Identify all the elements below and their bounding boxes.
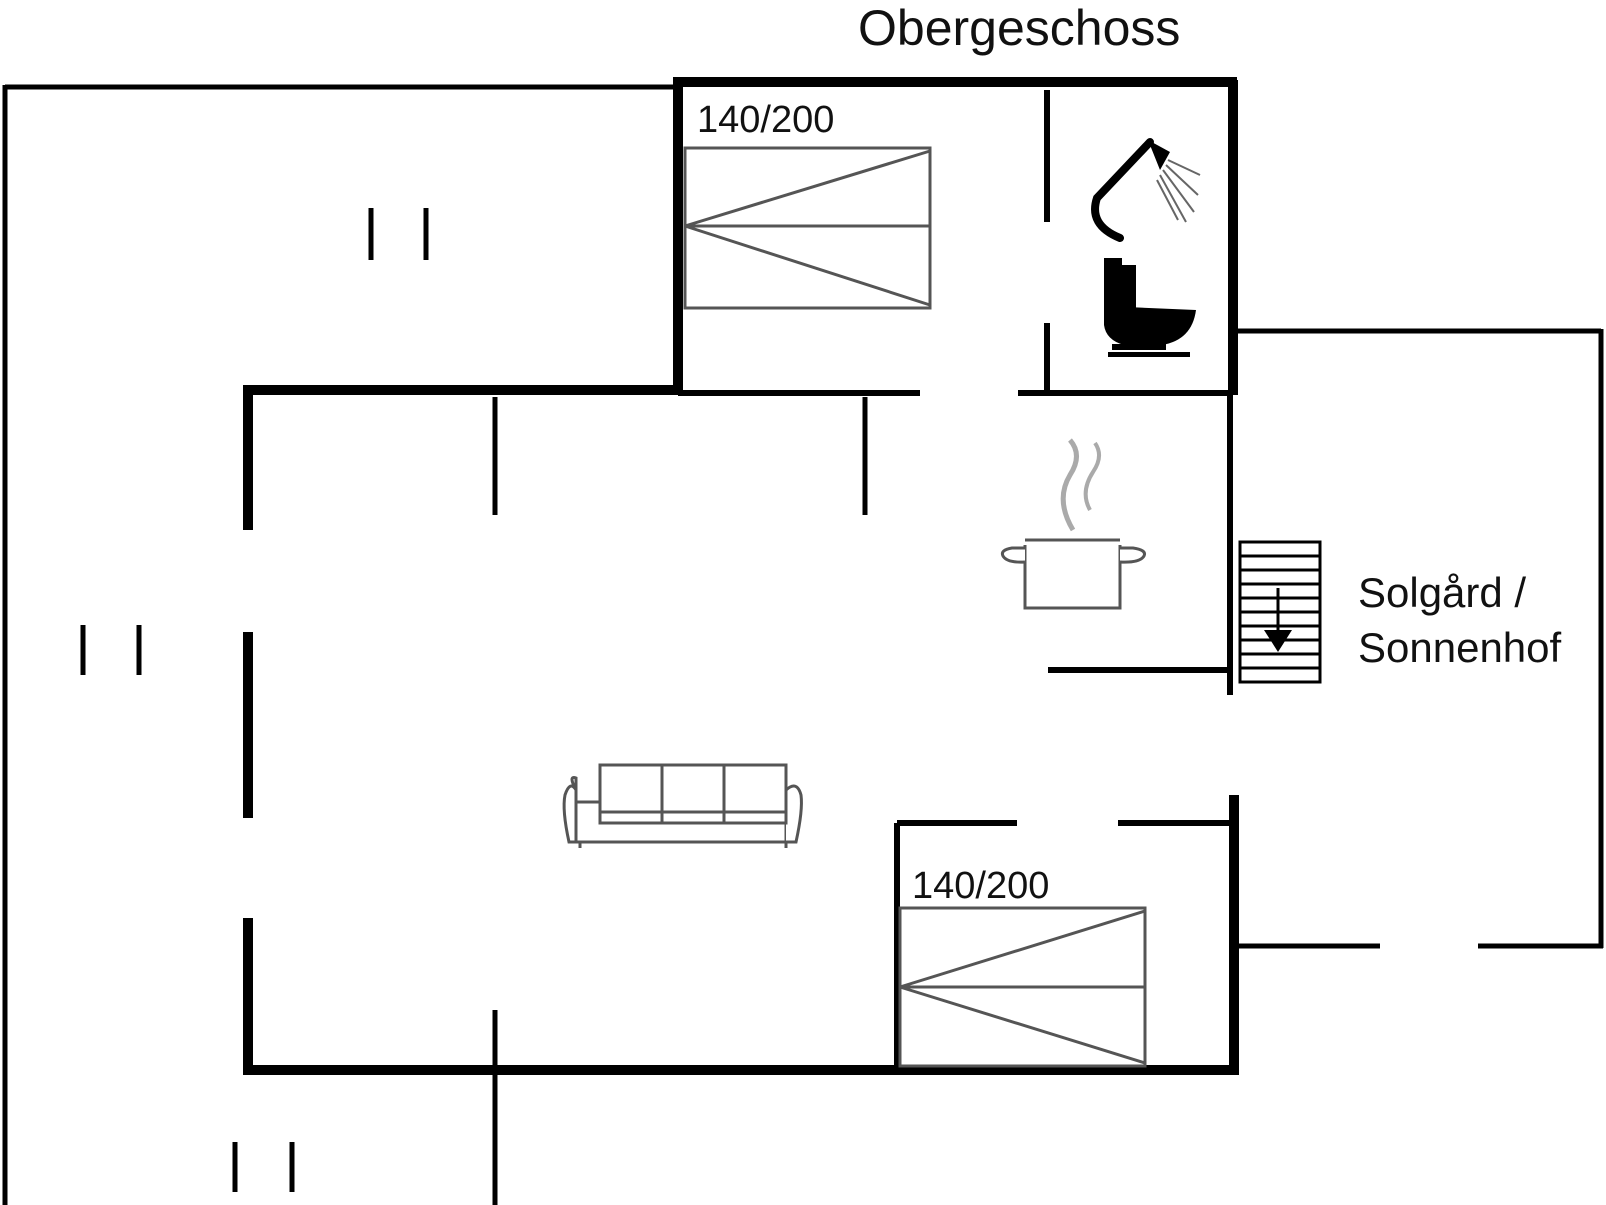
outdoor-label-line2: Sonnenhof — [1358, 624, 1562, 671]
main-walls — [243, 77, 1239, 1075]
shower-icon — [1091, 138, 1201, 242]
interior-walls — [678, 90, 1234, 1070]
floor-title: Obergeschoss — [858, 0, 1180, 56]
sofa-icon — [562, 763, 803, 848]
skylight-marks — [80, 208, 429, 1192]
bed-size-label: 140/200 — [912, 865, 1049, 907]
outdoor-label-line1: Solgård / — [1358, 569, 1526, 616]
bed-upper — [683, 146, 932, 310]
bed-lower — [898, 906, 1147, 1068]
roof-outline — [2, 84, 868, 1205]
terrace-outline — [1237, 328, 1604, 949]
toilet-icon — [1104, 258, 1196, 357]
bed-size-label: 140/200 — [697, 99, 834, 141]
stair-down-arrow-icon — [1264, 588, 1292, 652]
staircase — [1238, 540, 1322, 684]
cooking-pot-icon — [1000, 438, 1146, 610]
